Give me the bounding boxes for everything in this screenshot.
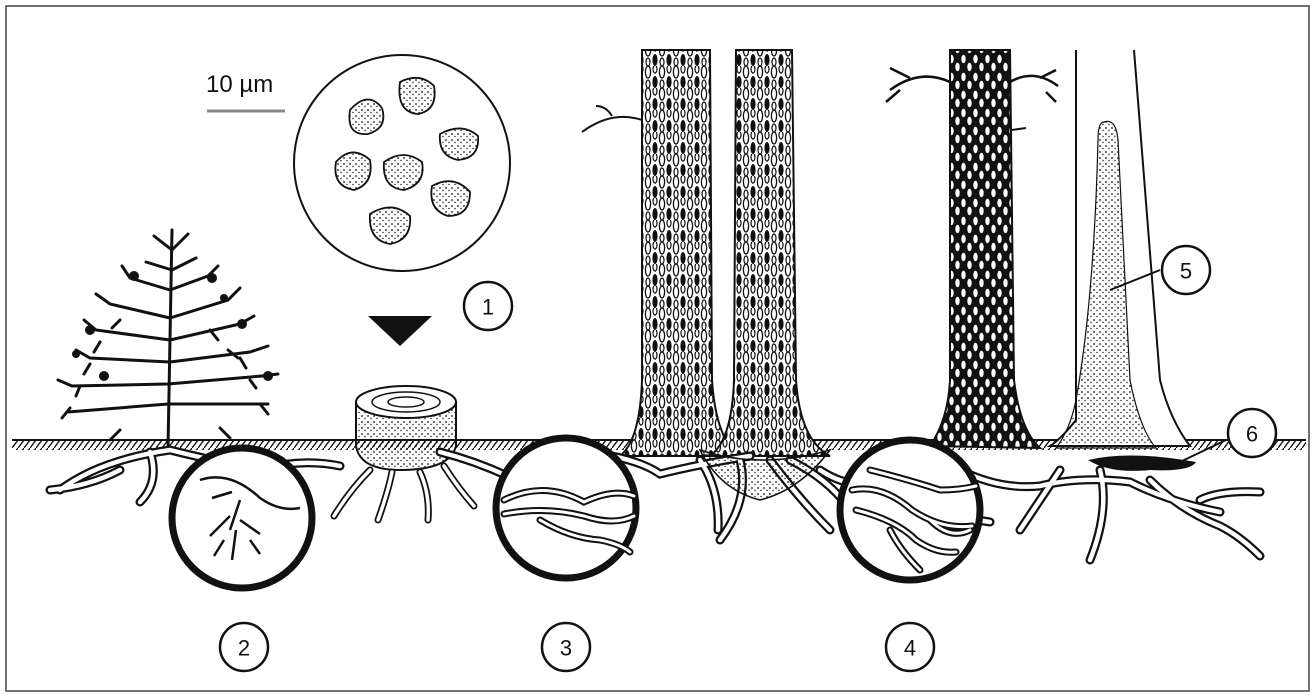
callout-5-label: 5 bbox=[1180, 259, 1192, 284]
young-conifer bbox=[58, 230, 278, 448]
callout-3-label: 3 bbox=[560, 636, 572, 661]
callout-1: 1 bbox=[464, 282, 512, 330]
callout-5: 5 bbox=[1162, 246, 1210, 294]
spore bbox=[431, 181, 470, 216]
callout-6: 6 bbox=[1228, 409, 1276, 457]
callout-2-label: 2 bbox=[238, 636, 250, 661]
tree-trunk-2 bbox=[710, 50, 830, 456]
tree-trunk-3 bbox=[886, 50, 1058, 448]
magnifier-2 bbox=[172, 448, 312, 588]
callout-4: 4 bbox=[886, 623, 934, 671]
spore-inset bbox=[294, 55, 510, 271]
callout-2: 2 bbox=[220, 623, 268, 671]
magnifier-4 bbox=[840, 440, 980, 580]
callout-6-label: 6 bbox=[1246, 422, 1258, 447]
spore bbox=[349, 99, 383, 134]
scale-bar-label: 10 µm bbox=[206, 71, 273, 98]
spore bbox=[335, 152, 370, 190]
scale-bar: 10 µm bbox=[206, 71, 285, 111]
tree-trunk-1 bbox=[582, 50, 740, 456]
callout-1-label: 1 bbox=[482, 295, 494, 320]
pointer-triangle bbox=[368, 316, 432, 346]
callout-4-label: 4 bbox=[904, 636, 916, 661]
callout-3: 3 bbox=[542, 623, 590, 671]
magnifier-3 bbox=[496, 438, 636, 578]
spore bbox=[399, 78, 434, 114]
